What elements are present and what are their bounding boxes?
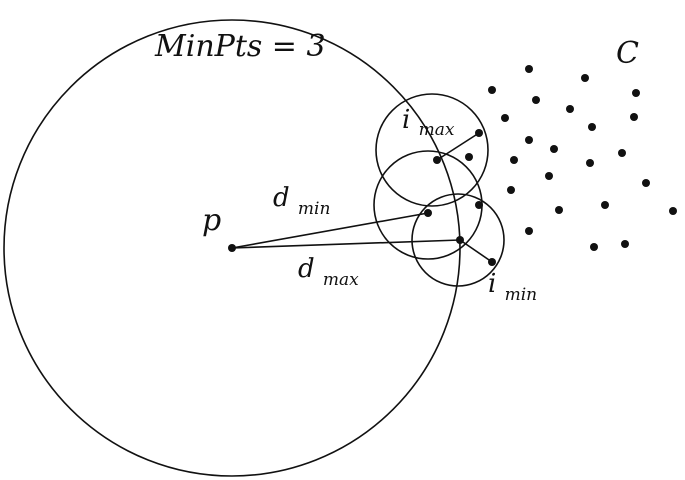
epsilon-circle-top [375,93,489,207]
cluster-point [632,89,640,97]
point [475,201,483,209]
cluster-point [566,105,574,113]
d-min-label: d min [273,183,330,219]
cluster-point [525,136,533,144]
i-max-label: i max [402,105,455,140]
cluster-point [532,96,540,104]
d-max-label: d max [298,254,359,290]
cluster-point [525,65,533,73]
cluster-label: C [616,36,639,71]
d-min-base: d [273,183,290,213]
i-max-base: i [402,105,410,135]
point [488,258,496,266]
i-max-subscript: max [419,120,455,140]
cluster-point [630,113,638,121]
cluster-point [555,206,563,214]
i-min-label: i min [488,269,537,305]
d-min-subscript: min [298,199,331,219]
cluster-point [590,243,598,251]
cluster-point [525,227,533,235]
cluster-point [601,201,609,209]
cluster-point [545,172,553,180]
point [456,236,464,244]
point-p-label: p [202,203,221,238]
i-min-line [459,239,493,263]
point [465,153,473,161]
cluster-point [586,159,594,167]
d-max-subscript: max [323,270,359,290]
cluster-point [501,114,509,122]
epsilon-circle-bottom [411,193,505,287]
cluster-point [588,123,596,131]
point-p [228,244,236,252]
i-min-base: i [488,269,496,299]
point [424,209,432,217]
d-max-base: d [298,254,315,284]
cluster-point [618,149,626,157]
cluster-point [507,186,515,194]
cluster-point [642,179,650,187]
min-pts-label: MinPts = 3 [154,29,326,64]
d-max-line [231,239,461,249]
cluster-point [488,86,496,94]
point [433,156,441,164]
cluster-point [550,145,558,153]
d-min-line [231,212,429,249]
cluster-point [669,207,677,215]
cluster-point [581,74,589,82]
cluster-point [621,240,629,248]
cluster-point [510,156,518,164]
i-max-line [436,132,480,161]
point [475,129,483,137]
i-min-subscript: min [505,285,538,305]
